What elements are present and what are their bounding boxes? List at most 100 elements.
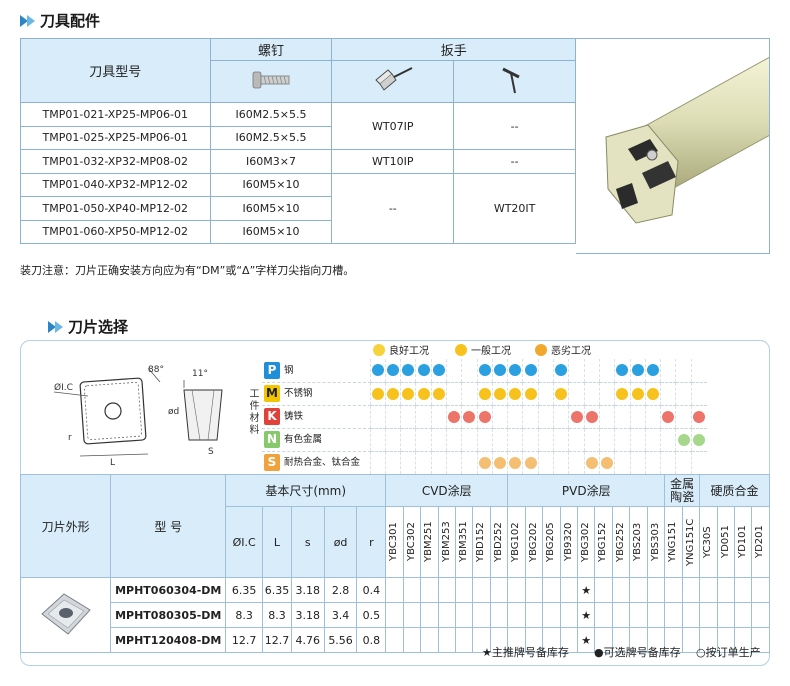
neutral-face-icon [417, 387, 430, 400]
good-face-icon [478, 456, 491, 469]
grade-label: YBS203 [632, 522, 644, 562]
bad-face-icon [693, 410, 706, 423]
grade-label: YBD252 [492, 522, 504, 562]
screw-cell: I60M2.5×5.5 [209, 125, 333, 150]
dim-r: r [356, 506, 387, 578]
grade-label: YBM251 [423, 521, 435, 563]
good-face-icon [386, 364, 399, 377]
s-cell: 4.76 [290, 627, 325, 653]
good-face-icon [616, 387, 629, 400]
grade-label: YBG302 [580, 522, 592, 562]
screw-cell: I60M3×7 [209, 149, 333, 174]
footer-legend-order: ○按订单生产 [696, 646, 761, 659]
double-arrow-icon [48, 320, 63, 333]
dim-d: ød [323, 506, 358, 578]
wrench1-cell: WT10IP [331, 149, 455, 174]
d-label: ød [168, 407, 179, 417]
good-face-icon [494, 364, 507, 377]
l-cell: 6.35 [262, 577, 292, 603]
availability-mark: ★ [577, 602, 596, 628]
ic-cell: 6.35 [225, 577, 264, 603]
legend-normal: 一般工况 [455, 342, 511, 357]
bad-face-icon [601, 456, 614, 469]
good-face-icon [371, 364, 384, 377]
ic-label: ØI.C [54, 382, 73, 393]
screw-cell: I60M5×10 [209, 219, 333, 244]
neutral-face-icon [677, 433, 690, 446]
grade-label: YBG202 [527, 522, 539, 562]
neutral-face-icon [585, 456, 598, 469]
wrench1-image [331, 60, 455, 103]
neutral-face-icon [509, 456, 522, 469]
good-face-icon [646, 364, 659, 377]
insert-shape-image [19, 577, 112, 653]
ic-cell: 12.7 [225, 627, 264, 653]
d-cell: 2.8 [323, 577, 358, 603]
model-cell: TMP01-050-XP40-MP12-02 [20, 196, 211, 221]
dim-s: s [290, 506, 325, 578]
section-title-inserts: 刀片选择 [44, 316, 133, 337]
neutral-face-icon [402, 364, 415, 377]
good-face-icon [555, 364, 568, 377]
screw-cell: I60M2.5×5.5 [209, 102, 333, 127]
wrench1-cell: -- [331, 172, 455, 244]
neutral-face-icon [509, 387, 522, 400]
screw-icon [252, 71, 290, 89]
model-cell: MPHT060304-DM [110, 577, 227, 603]
grade-label: YBC301 [388, 522, 400, 562]
model-cell: TMP01-025-XP25-MP06-01 [20, 125, 211, 150]
grade-label: YBG102 [510, 522, 522, 562]
availability-mark: ★ [577, 577, 596, 603]
section-title-accessories: 刀具配件 [20, 10, 100, 31]
bad-face-icon [585, 410, 598, 423]
legend-bad: 恶劣工况 [535, 342, 591, 357]
neutral-face-icon [494, 387, 507, 400]
angle-88-label: 88° [148, 365, 164, 375]
wrench2-image [453, 60, 576, 103]
d-cell: 3.4 [323, 602, 358, 628]
col-wrench-header: 扳手 [331, 38, 576, 61]
milling-cutter-illustration [605, 56, 769, 224]
wrench2-cell: WT20IT [453, 172, 576, 244]
neutral-face-icon [448, 410, 461, 423]
bad-face-icon [524, 364, 537, 377]
cermet-header: 金属陶瓷 [664, 474, 701, 507]
double-arrow-icon [20, 14, 35, 27]
grade-label: YC30S [702, 526, 714, 558]
dim-l: L [262, 506, 292, 578]
neutral-face-icon [555, 387, 568, 400]
model-cell: TMP01-021-XP25-MP06-01 [20, 102, 211, 127]
wrench2-cell: -- [453, 102, 576, 150]
model-cell: TMP01-032-XP32-MP08-02 [20, 149, 211, 174]
insert-drawing: 88° ØI.C r L 11° ød S [53, 365, 223, 466]
good-face-icon [478, 364, 491, 377]
r-label: r [68, 433, 72, 443]
good-face-icon [417, 364, 430, 377]
bad-face-icon [432, 387, 445, 400]
r-cell: 0.8 [356, 627, 387, 653]
grade-label: YBG152 [597, 522, 609, 562]
screw-cell: I60M5×10 [209, 196, 333, 221]
torx-key-icon [375, 67, 413, 91]
col-model-header: 刀具型号 [20, 38, 211, 103]
insert-grade-table: 刀片外形 型 号 基本尺寸(mm) CVD涂层 PVD涂层 金属陶瓷 硬质合金 … [19, 474, 770, 653]
r-cell: 0.5 [356, 602, 387, 628]
accessories-table: 刀具型号 螺钉 扳手 TMP01-021-XP25-MP06-0 [20, 38, 576, 244]
bad-face-icon [432, 364, 445, 377]
s-label: S [208, 447, 214, 457]
good-face-icon [616, 364, 629, 377]
bad-face-icon [646, 387, 659, 400]
grade-label: YD051 [719, 525, 731, 559]
neutral-face-icon [455, 343, 467, 356]
good-face-icon [478, 410, 491, 423]
good-face-icon [371, 387, 384, 400]
model-header: 型 号 [110, 474, 227, 578]
grade-label: YBM253 [440, 521, 452, 563]
neutral-face-icon [570, 410, 583, 423]
bad-face-icon [535, 343, 547, 356]
